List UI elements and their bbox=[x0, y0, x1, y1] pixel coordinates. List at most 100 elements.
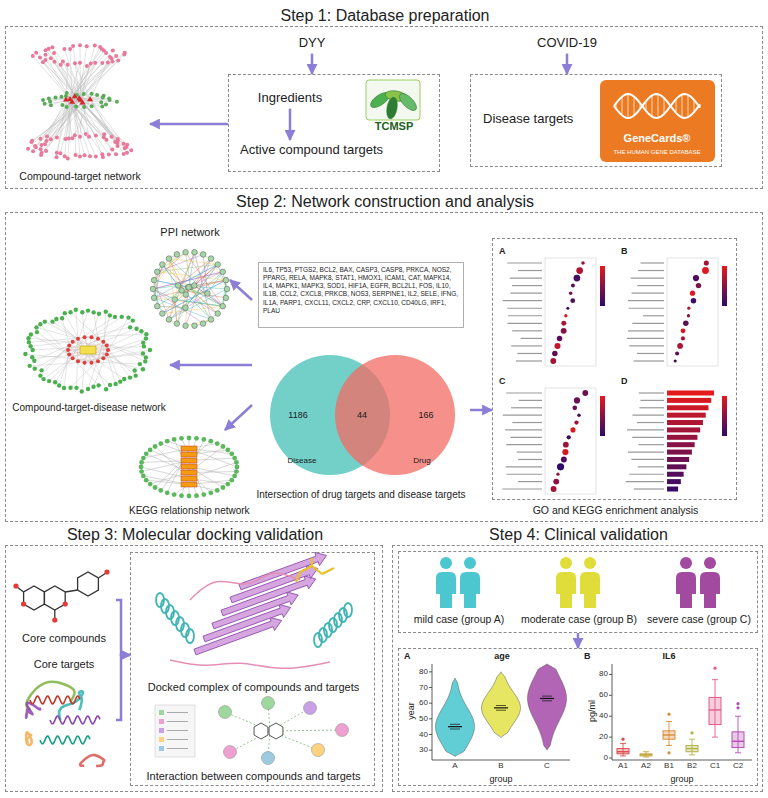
enrichment-bar bbox=[667, 450, 692, 455]
gene-node bbox=[165, 439, 170, 444]
protein-node bbox=[223, 277, 229, 283]
enrichment-dot bbox=[675, 351, 679, 355]
enrichment-dot bbox=[561, 328, 567, 334]
target-node bbox=[54, 317, 58, 321]
term-placeholder bbox=[503, 415, 542, 416]
flow-arrow bbox=[470, 409, 492, 412]
node-text: mild case (group A) bbox=[414, 613, 504, 626]
label-text: year bbox=[407, 702, 416, 720]
term-placeholder bbox=[626, 481, 664, 482]
label-text: A bbox=[499, 247, 506, 256]
compound-node bbox=[76, 359, 80, 363]
enrichment-dot bbox=[683, 321, 689, 327]
loop bbox=[170, 660, 330, 668]
node-text: Active compound targets bbox=[240, 142, 383, 158]
median bbox=[709, 709, 721, 710]
figure-group: Core targets bbox=[12, 656, 116, 786]
mean-line bbox=[448, 726, 462, 727]
network-edge bbox=[80, 54, 124, 99]
network-edge bbox=[28, 98, 79, 148]
network-edge bbox=[65, 313, 92, 363]
node-text: Intersection of drug targets and disease… bbox=[256, 489, 465, 501]
target-node bbox=[141, 351, 145, 355]
network-edge bbox=[40, 100, 80, 139]
protein-chain bbox=[59, 691, 83, 720]
gene-node bbox=[194, 436, 199, 441]
flow-arrow bbox=[311, 54, 314, 74]
network-node bbox=[94, 155, 98, 159]
plot-frame bbox=[545, 258, 596, 366]
enrichment-dot bbox=[687, 314, 690, 317]
network-node bbox=[73, 133, 77, 137]
network-edge bbox=[79, 95, 97, 98]
gene-node bbox=[179, 493, 184, 498]
figure-group: COVID-19 bbox=[527, 33, 607, 54]
term-placeholder bbox=[511, 345, 542, 346]
residue bbox=[304, 702, 317, 715]
ci-line bbox=[542, 696, 552, 697]
term-placeholder bbox=[521, 338, 542, 339]
beta-strand bbox=[238, 549, 329, 594]
network-edge bbox=[72, 102, 86, 134]
gene-node bbox=[148, 448, 153, 453]
protein-node bbox=[183, 305, 189, 311]
network-edge bbox=[42, 99, 90, 153]
network-node bbox=[71, 44, 75, 48]
whisker-cap bbox=[666, 745, 672, 746]
target-node bbox=[43, 319, 47, 323]
target-node bbox=[128, 325, 132, 329]
interaction-edge bbox=[178, 264, 218, 285]
network-edge bbox=[36, 327, 78, 338]
term-placeholder bbox=[637, 353, 664, 354]
outlier bbox=[713, 667, 716, 670]
label-text: D bbox=[621, 377, 628, 386]
gene-node bbox=[165, 490, 170, 495]
protein-node bbox=[160, 311, 166, 317]
network-edge bbox=[98, 361, 124, 379]
enrichment-dot bbox=[552, 351, 558, 357]
helix-strand bbox=[614, 94, 700, 118]
enrichment-dot bbox=[551, 486, 557, 492]
person-head bbox=[680, 557, 692, 569]
protein-chain bbox=[26, 732, 32, 745]
gene-node bbox=[187, 494, 192, 499]
compound-node bbox=[105, 344, 109, 348]
enrichment-bar bbox=[667, 472, 684, 477]
gene-node bbox=[172, 437, 177, 442]
term-placeholder bbox=[511, 437, 543, 438]
whisker-cap bbox=[620, 755, 626, 756]
term-placeholder bbox=[631, 459, 664, 460]
enrichment-charts bbox=[502, 258, 727, 494]
network-node bbox=[30, 139, 34, 143]
compound-node bbox=[66, 348, 70, 352]
figure-group: KEGG relationship network bbox=[125, 430, 254, 520]
gene-node bbox=[148, 482, 153, 487]
compound-node bbox=[101, 340, 105, 344]
node-text: Compound-target-disease network bbox=[12, 402, 165, 414]
network-node bbox=[59, 63, 63, 67]
enrichment-dot bbox=[561, 321, 566, 326]
network-node bbox=[47, 96, 51, 100]
protein-node bbox=[166, 317, 172, 323]
node-text: IL6 bbox=[662, 651, 675, 662]
label-text: 40 bbox=[419, 731, 428, 739]
mean-line bbox=[540, 698, 554, 699]
label-text: GeneCards® bbox=[624, 133, 691, 144]
person-body bbox=[700, 572, 720, 608]
label-text: B bbox=[621, 247, 628, 256]
enrichment-dot bbox=[570, 427, 575, 432]
panel-box: ageIL6 bbox=[398, 648, 758, 786]
box bbox=[709, 697, 721, 724]
box bbox=[617, 749, 629, 754]
gene-node bbox=[208, 490, 213, 495]
network-node bbox=[39, 143, 43, 147]
box bbox=[663, 731, 675, 739]
network-edge bbox=[66, 53, 106, 100]
term-placeholder bbox=[510, 277, 542, 278]
enrichment-bar bbox=[667, 435, 697, 440]
label-text: C2 bbox=[733, 762, 743, 770]
network-node bbox=[55, 155, 59, 159]
gene-node bbox=[201, 437, 206, 442]
network-node bbox=[34, 51, 38, 55]
term-placeholder bbox=[633, 415, 665, 416]
